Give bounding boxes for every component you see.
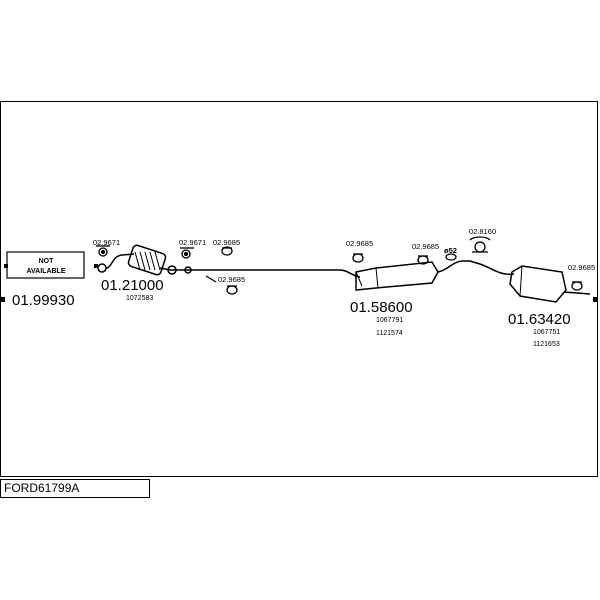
part-ref-2a: 1072583 (126, 295, 153, 302)
rubber-mount-icon[interactable] (96, 245, 110, 257)
drawing-frame (0, 101, 598, 477)
pipe-joint-ring (97, 263, 107, 273)
fitting-number-7[interactable]: 02.8160 (469, 227, 496, 236)
rubber-mount-icon[interactable] (221, 246, 233, 256)
box-marker (4, 264, 8, 268)
rubber-mount-icon[interactable] (417, 255, 429, 265)
part-ref-3b: 1121574 (376, 330, 403, 337)
pipe-clamp-icon[interactable] (445, 253, 457, 261)
drawing-code: FORD61799A (4, 481, 80, 495)
part-number-3[interactable]: 01.58600 (350, 299, 413, 316)
rubber-mount-icon[interactable] (180, 247, 194, 259)
rubber-mount-icon[interactable] (352, 253, 364, 263)
fitting-number-8[interactable]: 02.9685 (568, 263, 595, 272)
part-number-2[interactable]: 01.21000 (101, 277, 164, 294)
not-available-line1: NOT (39, 258, 55, 265)
leader-line (205, 275, 217, 283)
pipe-joint-ring (167, 265, 177, 275)
rubber-mount-icon[interactable] (469, 236, 491, 253)
drawing-code-box: FORD61799A (0, 479, 150, 498)
part-ref-4b: 1121653 (533, 341, 560, 348)
fitting-number-3[interactable]: 02.9685 (213, 238, 240, 247)
frame-tick-left (0, 297, 5, 302)
fitting-number-4[interactable]: 02.9685 (218, 275, 245, 284)
part-ref-4a: 1067751 (533, 329, 560, 336)
part-number-1[interactable]: 01.99930 (12, 292, 75, 309)
pipe-joint-ring (184, 266, 192, 274)
centre-silencer[interactable] (355, 260, 470, 291)
part-number-4[interactable]: 01.63420 (508, 311, 571, 328)
rubber-mount-icon[interactable] (226, 285, 238, 295)
not-available-line2: AVAILABLE (26, 268, 65, 275)
rear-silencer[interactable] (509, 265, 591, 303)
fitting-number-2[interactable]: 02.9671 (179, 238, 206, 247)
fitting-number-5[interactable]: 02.9685 (346, 239, 373, 248)
rear-pipe[interactable] (469, 260, 515, 276)
rubber-mount-icon[interactable] (571, 281, 583, 291)
part-ref-3a: 1067791 (376, 317, 403, 324)
clamp-size-label: ø52 (444, 246, 457, 255)
box-marker (94, 264, 98, 268)
frame-tick-right (593, 297, 598, 302)
fitting-number-6[interactable]: 02.9685 (412, 242, 439, 251)
fitting-number-1[interactable]: 02.9671 (93, 238, 120, 247)
flex-pipe[interactable] (127, 244, 167, 276)
